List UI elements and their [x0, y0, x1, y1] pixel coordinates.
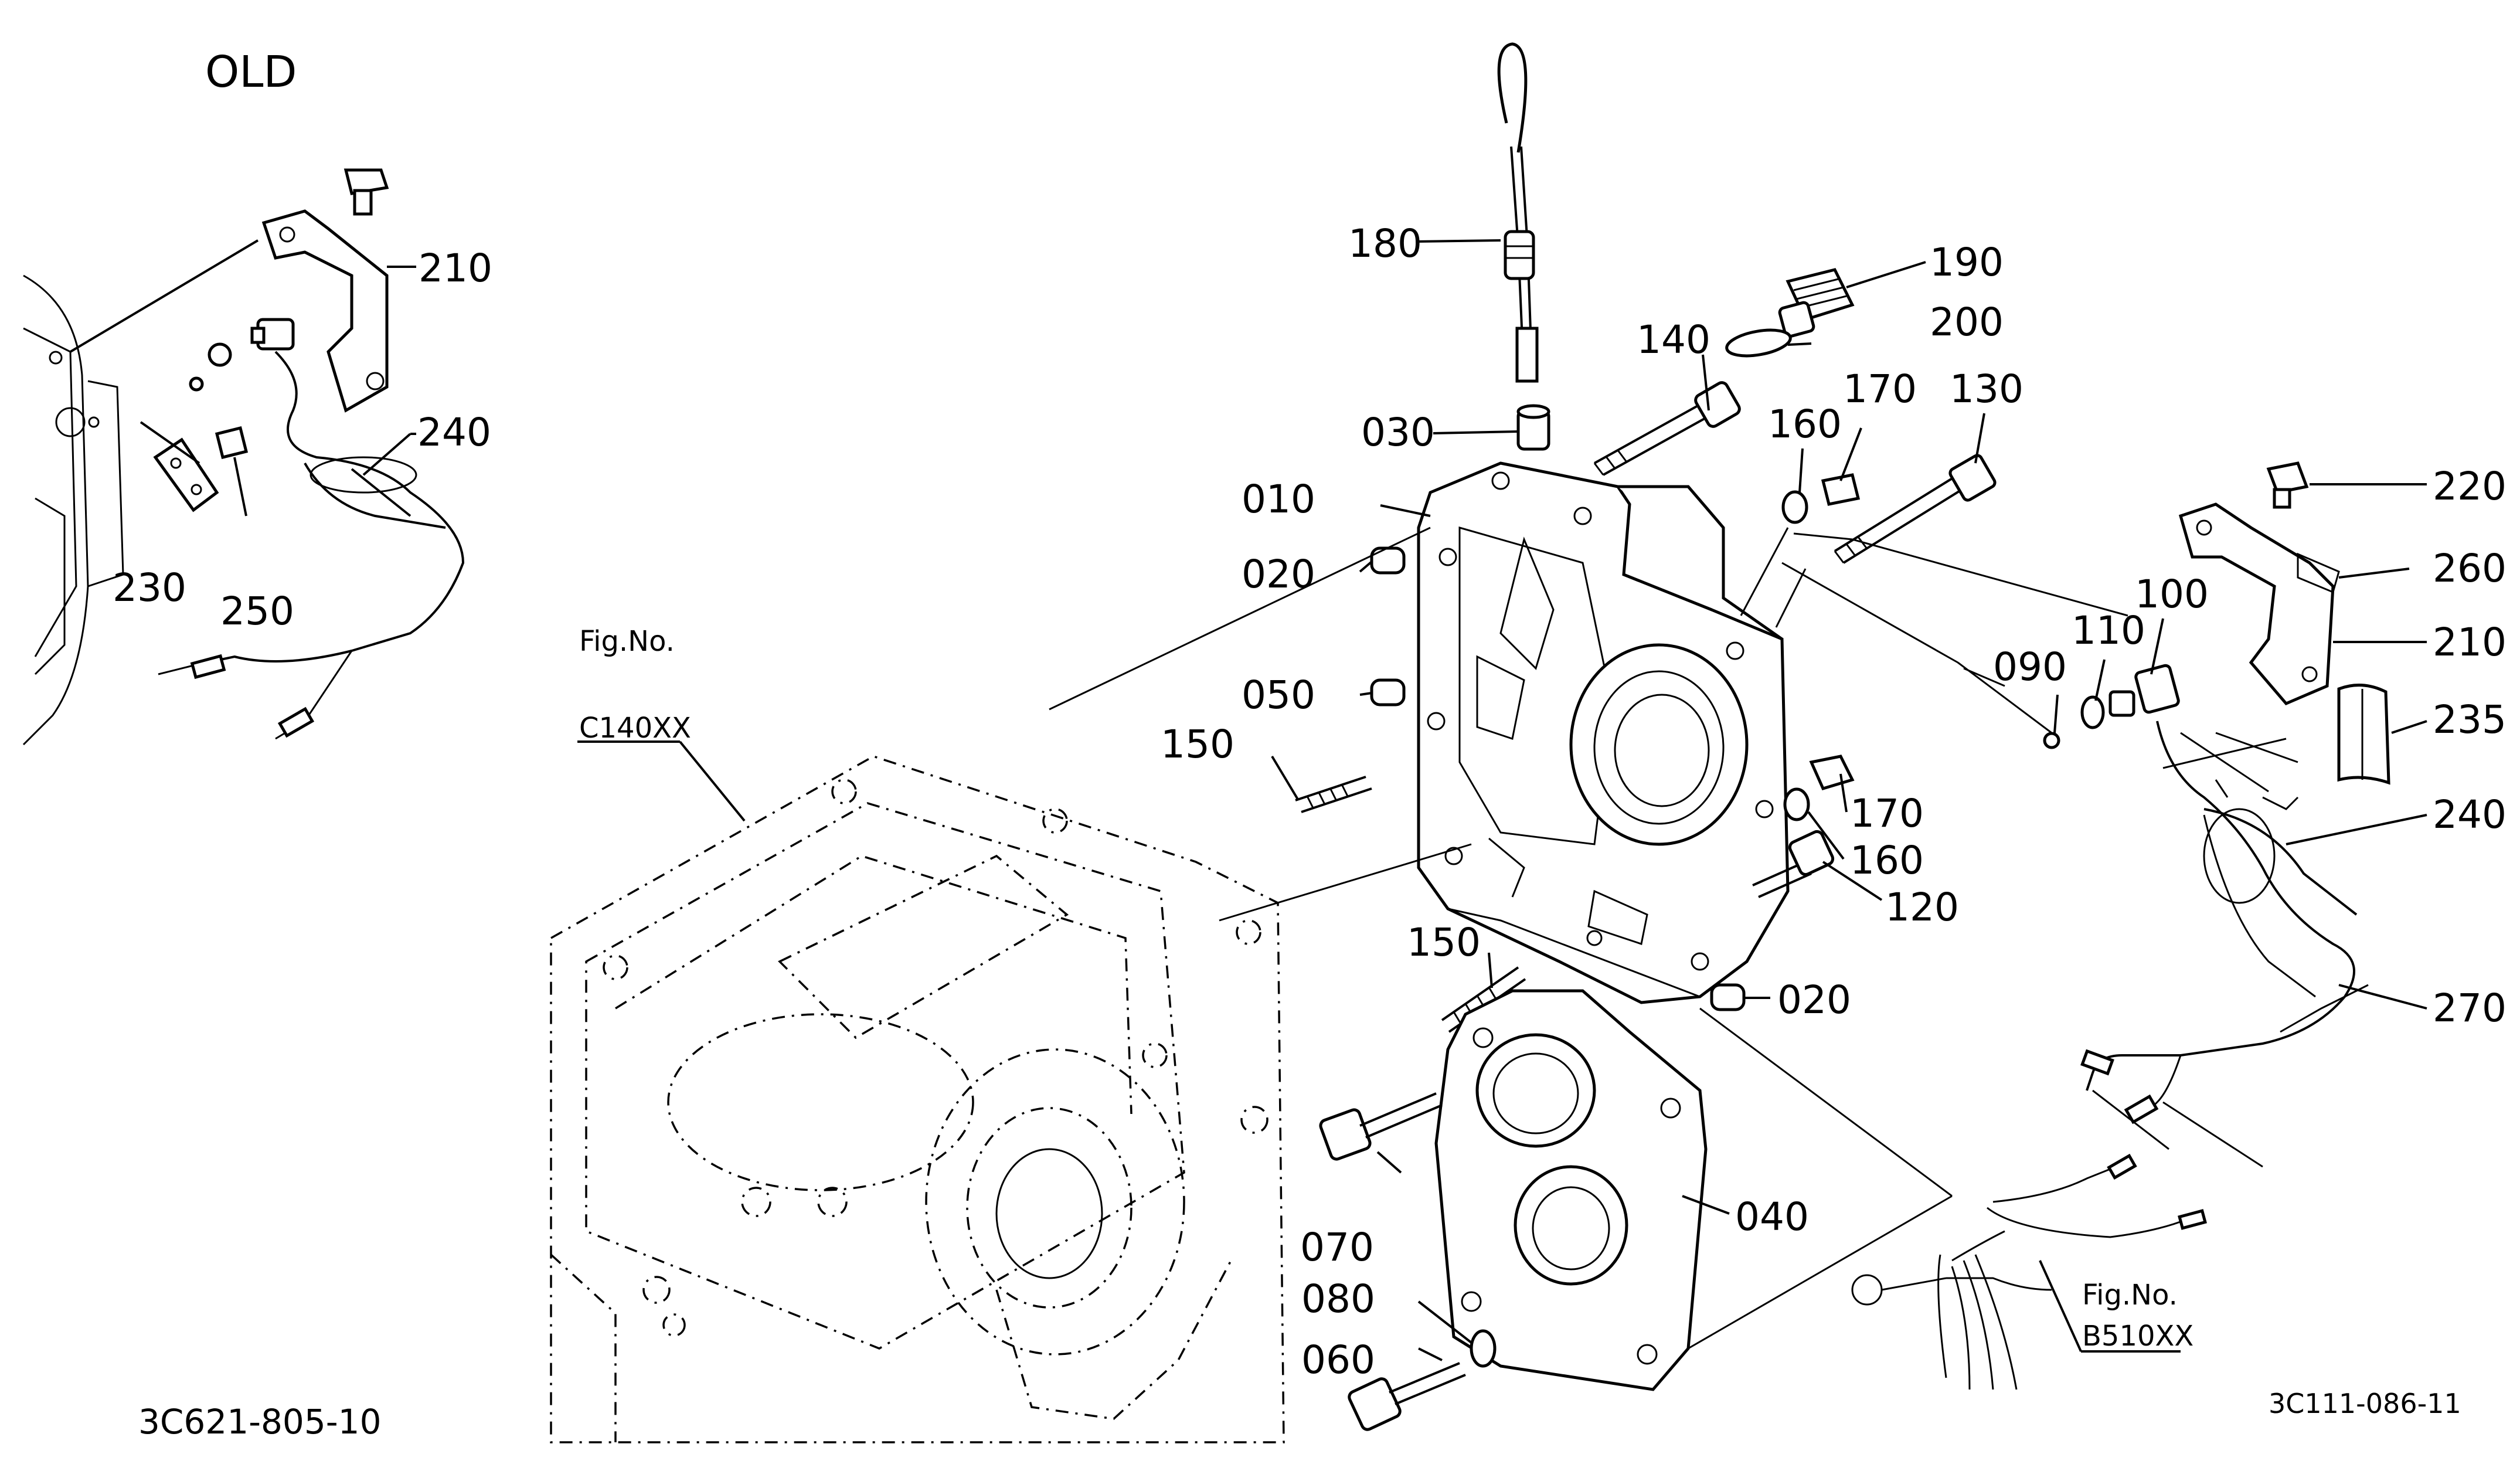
callout-150-lower: 150: [1407, 920, 1481, 965]
cover-040: [1434, 989, 1708, 1391]
pin-020-upper: [1370, 546, 1406, 575]
callout-260: 260: [2433, 546, 2507, 591]
harness-b510xx: [1851, 1153, 2207, 1390]
svg-text:B510XX: B510XX: [2082, 1320, 2193, 1353]
callout-180: 180: [1348, 221, 1422, 266]
old-housing-drawing: [22, 274, 124, 746]
old-harness-240: [193, 351, 465, 667]
callout-080: 080: [1301, 1276, 1375, 1321]
main-diagram-code: 3C111-086-11: [2269, 1388, 2461, 1419]
callout-100: 100: [2135, 572, 2209, 617]
callout-110: 110: [2072, 608, 2145, 653]
callout-235: 235: [2433, 697, 2507, 742]
stud-130: [1834, 454, 1997, 564]
callout-040: 040: [1735, 1194, 1809, 1239]
callout-150-upper: 150: [1161, 722, 1235, 767]
callout-070: 070: [1300, 1225, 1374, 1270]
old-inset: OLD: [22, 47, 492, 1442]
callout-220: 220: [2433, 464, 2507, 509]
callout-200: 200: [1930, 300, 2004, 345]
callout-270: 270: [2433, 986, 2507, 1031]
washer-160-lower: [1783, 787, 1810, 821]
callout-160-upper: 160: [1768, 402, 1842, 447]
callout-120: 120: [1885, 885, 1959, 930]
callout-130: 130: [1950, 366, 2024, 412]
nut-170-lower: [1809, 755, 1855, 791]
bolt-060: [1348, 1362, 1466, 1431]
callout-020-lower: 020: [1777, 977, 1851, 1022]
dipstick-180: [1497, 42, 1539, 383]
washer-160-upper: [1781, 490, 1808, 524]
old-callout-250: 250: [220, 589, 294, 634]
callout-170-lower: 170: [1850, 791, 1924, 836]
bolt-140: [1593, 381, 1741, 476]
figure-ref-b510xx: Fig.No. B510XX: [2039, 1260, 2193, 1353]
svg-text:Fig.No.: Fig.No.: [579, 625, 675, 658]
sensor-assembly: [2043, 461, 2390, 1125]
callout-labels: 180 190 200 140 160 170 130 030 010 020 …: [1161, 221, 2507, 1382]
stud-150-upper: [1295, 776, 1372, 813]
callout-030: 030: [1361, 410, 1435, 455]
callout-060: 060: [1301, 1337, 1375, 1382]
old-callout-210: 210: [419, 246, 492, 291]
svg-text:C140XX: C140XX: [579, 712, 691, 745]
old-sensor-drawing: [189, 318, 295, 392]
front-housing-010: [1417, 461, 1790, 1004]
old-callout-240: 240: [417, 410, 491, 455]
cap-190: [1778, 268, 1855, 338]
bolt-070: [1319, 1092, 1443, 1161]
washer-080: [1470, 1329, 1497, 1368]
callout-020-upper: 020: [1242, 552, 1315, 597]
bolt-120: [1752, 830, 1835, 898]
callout-050: 050: [1242, 672, 1315, 718]
old-clip-230: [153, 437, 219, 512]
old-header: OLD: [205, 47, 297, 97]
leader-lines: [1049, 239, 2427, 1361]
pin-050: [1370, 678, 1406, 706]
svg-text:Fig.No.: Fig.No.: [2082, 1279, 2178, 1312]
callout-160-lower: 160: [1850, 838, 1924, 883]
old-bolt-drawing: [344, 168, 389, 216]
callout-170-upper: 170: [1843, 366, 1917, 412]
pin-020-lower: [1710, 983, 1746, 1011]
old-bracket-210: [261, 209, 389, 413]
transmission-case-drawing: [550, 755, 1285, 1443]
callout-010: 010: [1242, 477, 1315, 522]
old-callout-230: 230: [113, 565, 186, 610]
callout-190: 190: [1930, 240, 2004, 285]
callout-090: 090: [1993, 644, 2067, 689]
bushing-030: [1516, 404, 1550, 451]
callout-240: 240: [2433, 792, 2507, 837]
callout-140: 140: [1637, 317, 1710, 362]
old-diagram-code: 3C621-805-10: [138, 1402, 381, 1442]
o-ring-200: [1725, 328, 1792, 358]
callout-210: 210: [2433, 620, 2507, 665]
figure-ref-c140xx: Fig.No. C140XX: [577, 625, 746, 822]
